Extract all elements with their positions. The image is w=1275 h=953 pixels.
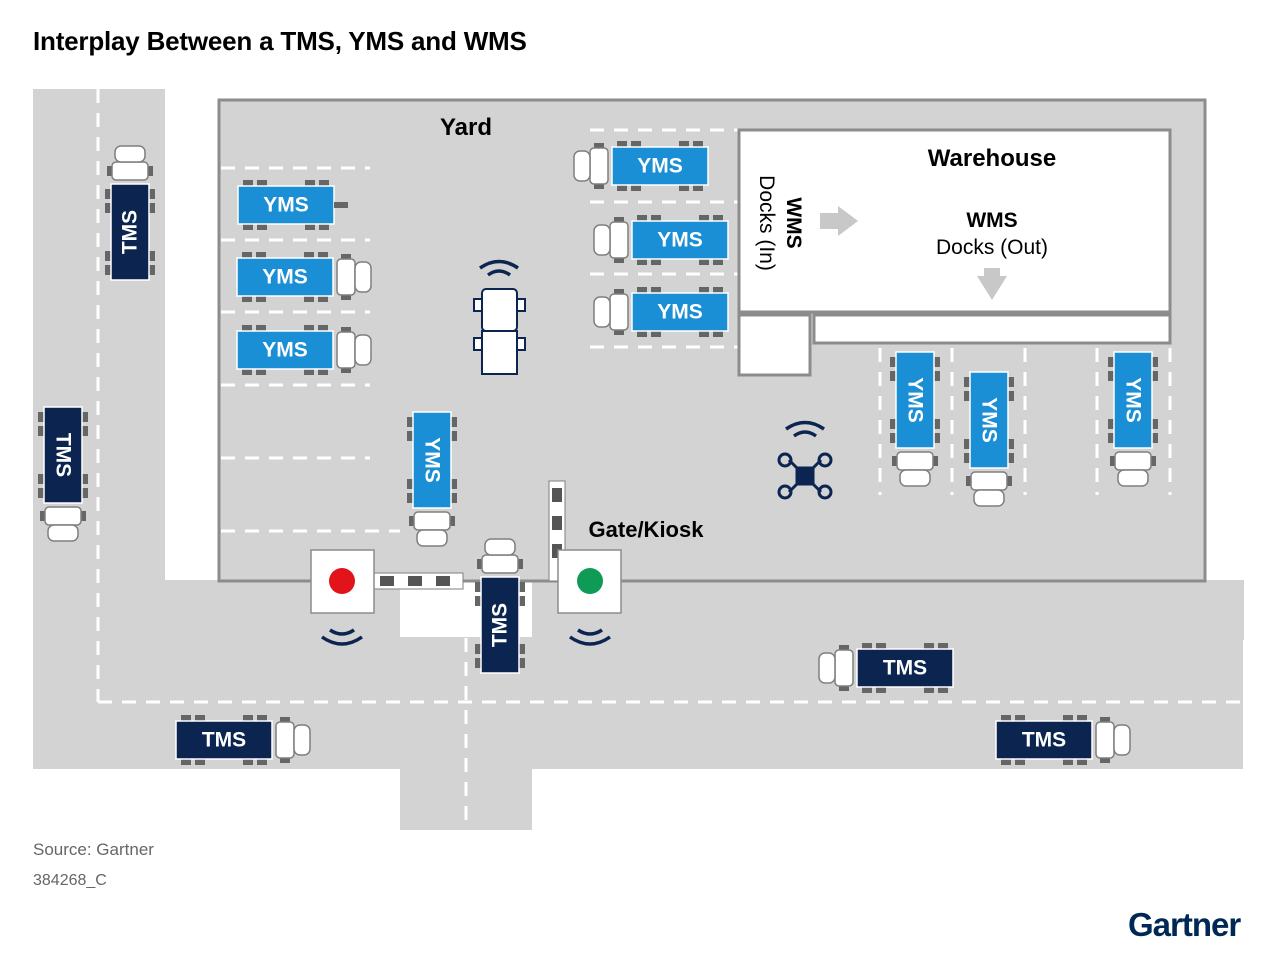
tms-truck: TMS: [175, 715, 311, 765]
yms-truck: YMS: [237, 180, 348, 230]
truck-cab: [409, 511, 455, 547]
warehouse-label: Warehouse: [928, 145, 1056, 172]
arrow-down-icon: [977, 268, 1007, 300]
tms-label: TMS: [52, 433, 75, 477]
truck-cab: [107, 145, 153, 181]
gate-barrier-horizontal: [372, 572, 464, 590]
tms-trailer: [856, 648, 954, 688]
tms-label: TMS: [489, 603, 512, 647]
yms-label: YMS: [262, 339, 308, 362]
yms-trailer: [1113, 351, 1153, 449]
gartner-logo: Gartner: [1128, 906, 1241, 943]
yms-label: YMS: [1122, 377, 1145, 423]
tms-label: TMS: [202, 729, 246, 752]
tms-trailer: [110, 183, 150, 281]
tms-trailer: [43, 406, 83, 504]
docks-out-label: Docks (Out): [936, 236, 1048, 259]
wms-in-label: WMS: [782, 197, 805, 248]
tms-truck: TMS: [38, 406, 88, 542]
yms-truck: YMS: [1108, 351, 1158, 487]
source-note: Source: Gartner: [33, 840, 154, 859]
yms-truck: YMS: [236, 325, 372, 375]
figure-code: 384268_C: [33, 872, 107, 889]
yms-label: YMS: [263, 194, 309, 217]
yms-trailer: [237, 185, 335, 225]
yms-truck: YMS: [407, 411, 457, 547]
yms-truck: YMS: [890, 351, 940, 487]
truck-cab: [593, 289, 629, 335]
tms-truck: TMS: [475, 538, 525, 674]
yms-trailer: [236, 330, 334, 370]
truck-cab: [966, 471, 1012, 507]
truck-cab: [593, 217, 629, 263]
truck-cab: [477, 538, 523, 574]
yms-trailer: [631, 292, 729, 332]
gate-light-go-icon: [557, 549, 622, 614]
tms-truck: TMS: [105, 145, 155, 281]
vehicles: TMS TMS TMS TMS TMS TMS YMS YMS YMS YMS YMS YMS YMS Y…: [38, 141, 1158, 765]
tms-trailer: [480, 576, 520, 674]
warehouse-building: [737, 128, 1172, 377]
yms-trailer: [895, 351, 935, 449]
drone-icon: [777, 452, 833, 500]
tms-truck: TMS: [995, 715, 1131, 765]
tms-label: TMS: [1022, 729, 1066, 752]
yms-trailer: [412, 411, 452, 509]
truck-cab: [1110, 451, 1156, 487]
gate-light-stop-icon: [310, 549, 375, 614]
truck-cab: [818, 645, 854, 691]
wms-out-label: WMS: [966, 209, 1017, 232]
yms-label: YMS: [657, 229, 703, 252]
yms-truck: YMS: [236, 252, 372, 302]
truck-cab: [573, 143, 609, 189]
tms-trailer: [175, 720, 273, 760]
yms-trailer: [236, 257, 334, 297]
yms-label: YMS: [657, 301, 703, 324]
tms-truck: TMS: [818, 643, 954, 693]
yms-trailer: [969, 371, 1009, 469]
truck-cab: [336, 254, 372, 300]
yms-truck: YMS: [964, 371, 1014, 507]
yms-label: YMS: [978, 397, 1001, 443]
parking-lines: [221, 128, 1172, 533]
diagram-title: Interplay Between a TMS, YMS and WMS: [33, 26, 527, 56]
truck-cab: [40, 506, 86, 542]
yms-truck: YMS: [593, 287, 729, 337]
tms-label: TMS: [883, 657, 927, 680]
road-lane-markings: [96, 89, 1243, 830]
yms-truck: YMS: [573, 141, 709, 191]
arrow-right-icon: [820, 206, 858, 236]
truck-cab: [336, 327, 372, 373]
gate-kiosk-label: Gate/Kiosk: [589, 517, 705, 542]
yms-label: YMS: [421, 437, 444, 483]
wifi-signal-icon: [320, 259, 825, 646]
yms-label: YMS: [262, 266, 308, 289]
yms-trailer: [611, 146, 709, 186]
yms-label: YMS: [904, 377, 927, 423]
truck-cab: [275, 717, 311, 763]
tms-trailer: [995, 720, 1093, 760]
truck-cab: [892, 451, 938, 487]
autonomous-cart-icon: [473, 288, 526, 375]
docks-in-label: Docks (In): [755, 175, 778, 271]
yard-label: Yard: [440, 114, 492, 141]
yms-truck: YMS: [593, 215, 729, 265]
yms-label: YMS: [637, 155, 683, 178]
yms-trailer: [631, 220, 729, 260]
truck-cab: [1095, 717, 1131, 763]
tms-label: TMS: [119, 210, 142, 254]
